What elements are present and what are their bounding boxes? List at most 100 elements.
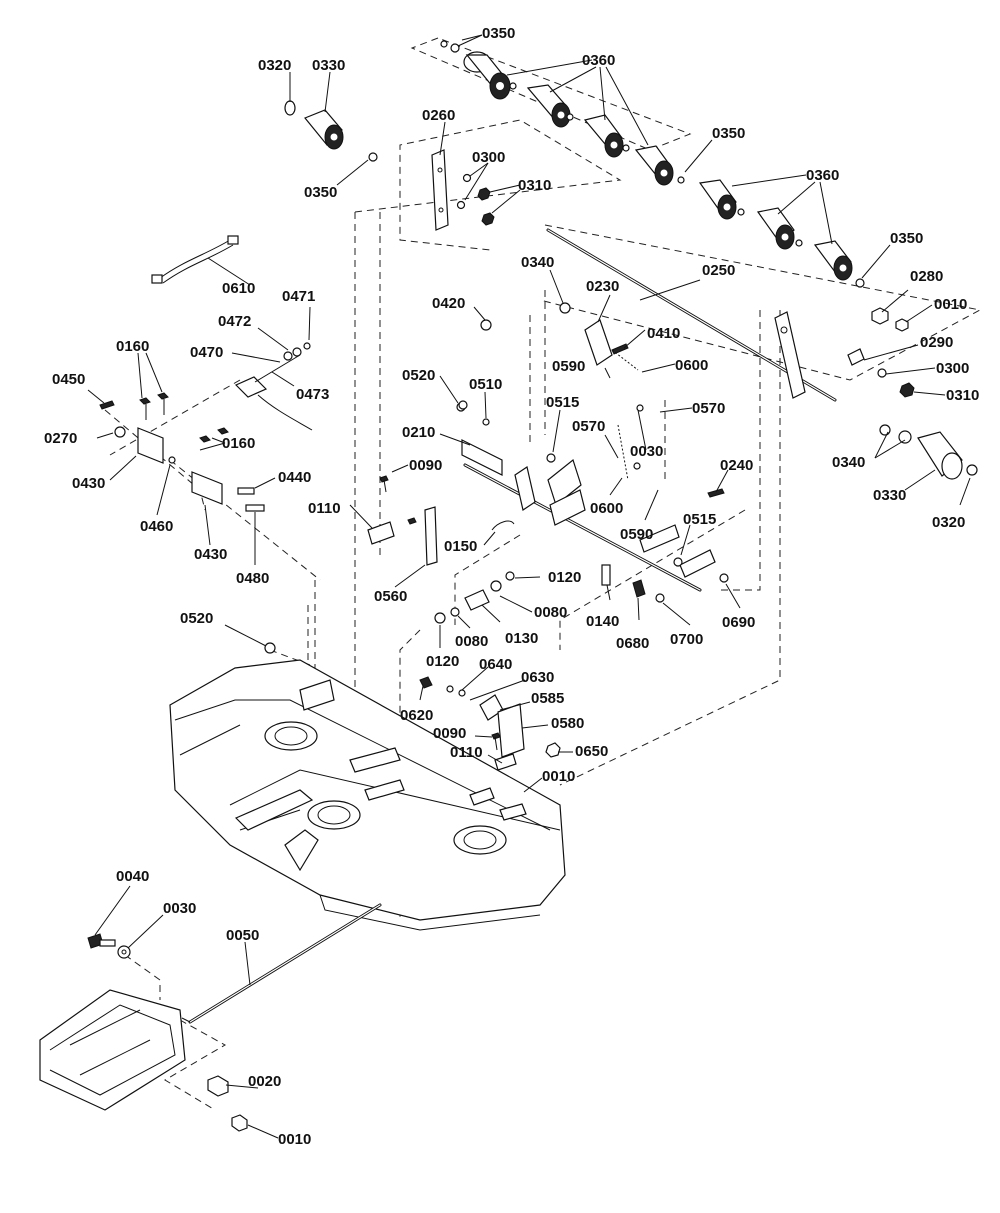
- callout-0650: 0650: [575, 743, 608, 760]
- callout-0040: 0040: [116, 868, 149, 885]
- callout-0050: 0050: [226, 927, 259, 944]
- left-roller: [284, 100, 378, 162]
- callout-0120: 0120: [548, 569, 581, 586]
- right-hardware: [847, 307, 915, 398]
- callout-0090: 0090: [433, 725, 466, 742]
- callout-0140: 0140: [586, 613, 619, 630]
- callout-0690: 0690: [722, 614, 755, 631]
- callout-0580: 0580: [551, 715, 584, 732]
- callout-0350: 0350: [304, 184, 337, 201]
- callout-0515: 0515: [546, 394, 579, 411]
- callout-0300: 0300: [472, 149, 505, 166]
- callout-0260: 0260: [422, 107, 455, 124]
- bottom-assembly: [39, 903, 382, 1132]
- callout-0420: 0420: [432, 295, 465, 312]
- callout-0110: 0110: [308, 500, 341, 517]
- callout-0570: 0570: [572, 418, 605, 435]
- callout-0440: 0440: [278, 469, 311, 486]
- callout-0210: 0210: [402, 424, 435, 441]
- callout-0310: 0310: [518, 177, 551, 194]
- lift-linkage: [456, 302, 729, 603]
- callout-0300: 0300: [936, 360, 969, 377]
- callout-0430: 0430: [72, 475, 105, 492]
- callout-0230: 0230: [586, 278, 619, 295]
- roller: [813, 240, 853, 281]
- callout-0630: 0630: [521, 669, 554, 686]
- callout-0130: 0130: [505, 630, 538, 647]
- callout-0590: 0590: [552, 358, 585, 375]
- callout-0700: 0700: [670, 631, 703, 648]
- callout-0600: 0600: [590, 500, 623, 517]
- roller: [526, 84, 571, 128]
- callout-0430: 0430: [194, 546, 227, 563]
- callout-0620: 0620: [400, 707, 433, 724]
- callout-0610: 0610: [222, 280, 255, 297]
- callout-0280: 0280: [910, 268, 943, 285]
- callout-0515: 0515: [683, 511, 716, 528]
- callout-0330: 0330: [873, 487, 906, 504]
- callout-0320: 0320: [932, 514, 965, 531]
- callout-0080: 0080: [455, 633, 488, 650]
- callout-0640: 0640: [479, 656, 512, 673]
- callout-0473: 0473: [296, 386, 329, 403]
- callout-0360: 0360: [582, 52, 615, 69]
- callout-0090: 0090: [409, 457, 442, 474]
- brackets-0430: [99, 392, 265, 512]
- callout-0600: 0600: [675, 357, 708, 374]
- callout-0410: 0410: [647, 325, 680, 342]
- mower-deck: [169, 659, 566, 931]
- callout-0010: 0010: [934, 296, 967, 313]
- callout-0120: 0120: [426, 653, 459, 670]
- callout-0472: 0472: [218, 313, 251, 330]
- callout-0080: 0080: [534, 604, 567, 621]
- callout-0340: 0340: [521, 254, 554, 271]
- callout-0310: 0310: [946, 387, 979, 404]
- callout-0160: 0160: [116, 338, 149, 355]
- roller: [634, 145, 674, 186]
- leader-lines: [87, 34, 971, 1139]
- callout-0470: 0470: [190, 344, 223, 361]
- callout-0520: 0520: [402, 367, 435, 384]
- callout-0570: 0570: [692, 400, 725, 417]
- callout-0560: 0560: [374, 588, 407, 605]
- callout-0360: 0360: [806, 167, 839, 184]
- roller: [698, 179, 737, 220]
- callout-0250: 0250: [702, 262, 735, 279]
- callout-0030: 0030: [630, 443, 663, 460]
- callout-0010: 0010: [542, 768, 575, 785]
- callout-0350: 0350: [482, 25, 515, 42]
- callout-0290: 0290: [920, 334, 953, 351]
- callout-0480: 0480: [236, 570, 269, 587]
- right-roller: [879, 424, 978, 480]
- callout-0471: 0471: [282, 288, 315, 305]
- bracket-0260: [431, 149, 495, 231]
- callout-0350: 0350: [712, 125, 745, 142]
- callout-0270: 0270: [44, 430, 77, 447]
- callout-0520: 0520: [180, 610, 213, 627]
- callout-0590: 0590: [620, 526, 653, 543]
- switch-assembly: [234, 342, 313, 431]
- callout-0240: 0240: [720, 457, 753, 474]
- callout-0150: 0150: [444, 538, 477, 555]
- roller: [583, 114, 624, 158]
- callout-0020: 0020: [248, 1073, 281, 1090]
- callout-0450: 0450: [52, 371, 85, 388]
- bracket-0580: [419, 676, 561, 802]
- callout-0160: 0160: [222, 435, 255, 452]
- roller: [756, 207, 795, 250]
- callout-0340: 0340: [832, 454, 865, 471]
- deck-rollers: [440, 40, 865, 288]
- callout-0350: 0350: [890, 230, 923, 247]
- callout-0680: 0680: [616, 635, 649, 652]
- callout-0110: 0110: [450, 744, 483, 761]
- callout-0320: 0320: [258, 57, 291, 74]
- callout-0510: 0510: [469, 376, 502, 393]
- callout-0030: 0030: [163, 900, 196, 917]
- roller: [463, 51, 511, 100]
- wire-harness: [151, 235, 239, 284]
- callout-0330: 0330: [312, 57, 345, 74]
- callout-0585: 0585: [531, 690, 564, 707]
- small-parts-center: [264, 400, 515, 654]
